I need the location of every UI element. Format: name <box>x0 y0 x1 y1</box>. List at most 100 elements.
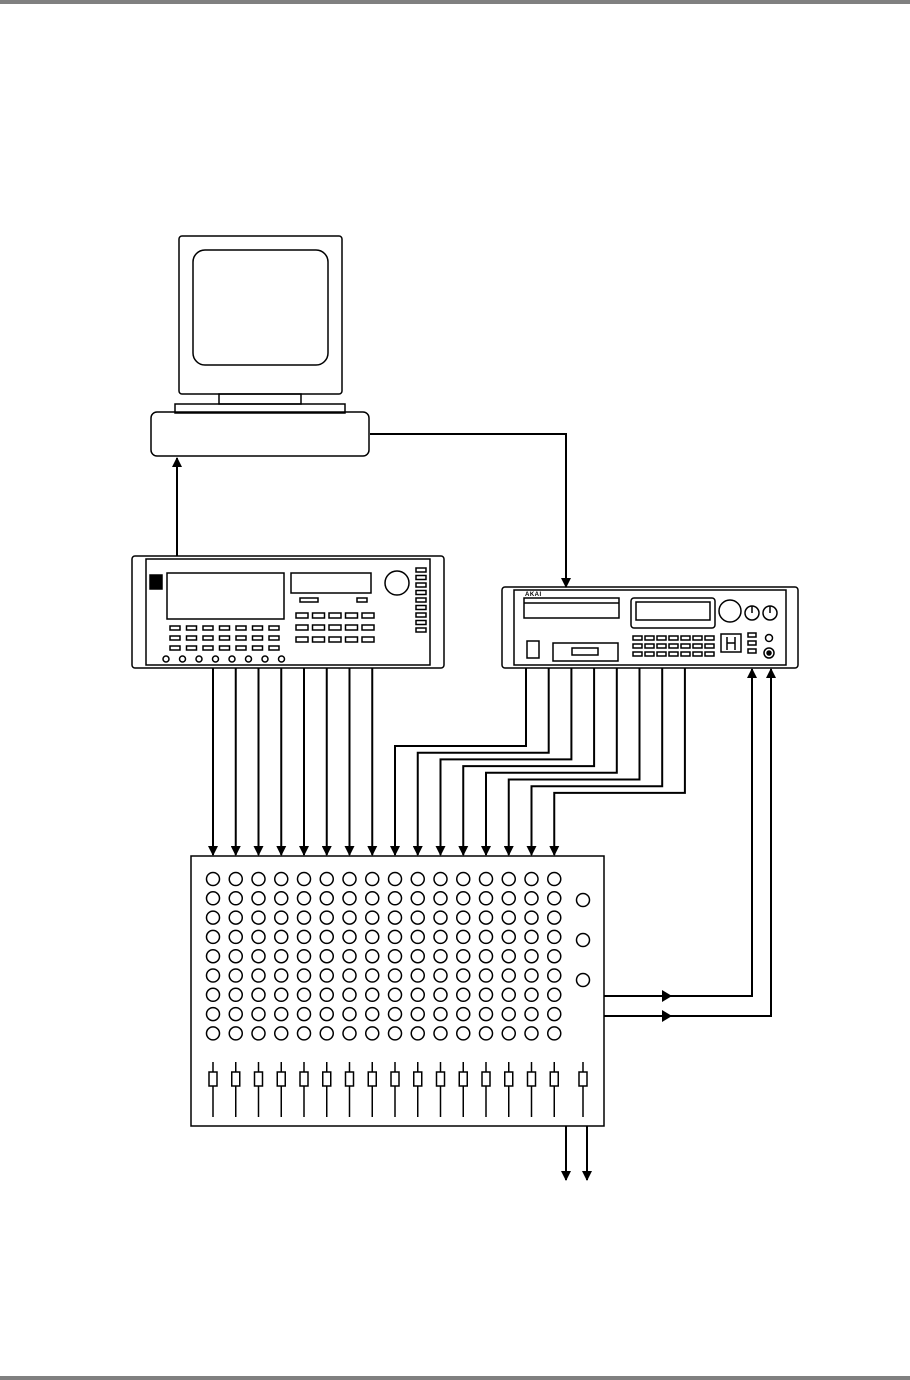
mixer-knob <box>366 969 379 982</box>
cable-sampler-output <box>554 668 685 855</box>
module-button <box>203 636 213 640</box>
mixer-knob <box>366 1027 379 1040</box>
cable-sampler-output <box>486 668 617 855</box>
mixer-knob <box>275 930 288 943</box>
mixer-knob <box>389 911 402 924</box>
sampler-button <box>705 652 714 656</box>
mixer-knob <box>548 988 561 1001</box>
module-side-button <box>416 583 426 587</box>
mixer-knob <box>411 1027 424 1040</box>
fader-knob <box>368 1072 376 1086</box>
mixer-knob <box>411 911 424 924</box>
mixer-knob <box>252 911 265 924</box>
sampler-button <box>669 636 678 640</box>
cable-sampler-output <box>395 668 526 855</box>
mixer-knob <box>275 1027 288 1040</box>
sampler-button <box>693 644 702 648</box>
mixer-knob <box>229 1027 242 1040</box>
module-button <box>329 613 341 618</box>
fader-knob <box>505 1072 513 1086</box>
module-button <box>170 626 180 630</box>
mixer-knob <box>457 988 470 1001</box>
sampler-button <box>705 636 714 640</box>
mixer-knob <box>207 1027 220 1040</box>
mixer-knob <box>343 911 356 924</box>
mixer-knob <box>548 950 561 963</box>
connection-cables <box>177 434 771 1180</box>
mixer-knob <box>525 873 538 886</box>
mixer-knob <box>366 873 379 886</box>
mixer-knob <box>275 950 288 963</box>
mixer-knob <box>320 1008 333 1021</box>
cable-sampler-output <box>463 668 594 855</box>
mixer-knob <box>389 873 402 886</box>
mixer-knob <box>252 1008 265 1021</box>
module-button <box>362 625 374 630</box>
sampler-button <box>645 636 654 640</box>
module-side-button <box>416 598 426 602</box>
send-1-arrowhead <box>662 990 672 1002</box>
mixer-knob <box>298 969 311 982</box>
mixer-knob <box>434 873 447 886</box>
mixer-knob <box>389 930 402 943</box>
sampler-button <box>681 644 690 648</box>
module-button <box>362 613 374 618</box>
mixer-knob <box>229 930 242 943</box>
mixer-knob <box>548 1027 561 1040</box>
mixer-knob <box>457 911 470 924</box>
fader-knob <box>277 1072 285 1086</box>
mixer-knob <box>366 1008 379 1021</box>
mixer-knob <box>275 873 288 886</box>
cable-sampler-output <box>509 668 640 855</box>
module-button <box>220 636 230 640</box>
fader-knob <box>323 1072 331 1086</box>
mixer-knob <box>252 873 265 886</box>
mixer-knob <box>525 1027 538 1040</box>
module-button <box>329 625 341 630</box>
module-button <box>170 636 180 640</box>
mixer-knob <box>298 930 311 943</box>
mixer-knob <box>366 950 379 963</box>
module-button <box>329 637 341 642</box>
module-button <box>346 613 358 618</box>
mixer-knob <box>480 969 493 982</box>
mixer-knob <box>229 988 242 1001</box>
mixer-knob <box>275 988 288 1001</box>
mixer-knob <box>252 930 265 943</box>
fader-knob <box>459 1072 467 1086</box>
fader-knob <box>414 1072 422 1086</box>
mixer-knob <box>366 892 379 905</box>
mixer-knob <box>548 892 561 905</box>
computer-monitor-icon <box>151 236 369 456</box>
mixer-knob <box>548 930 561 943</box>
fader-knob <box>550 1072 558 1086</box>
module-side-button <box>416 576 426 580</box>
module-knob <box>213 656 219 662</box>
mixer-knob <box>389 1008 402 1021</box>
mixer-knob <box>275 1008 288 1021</box>
bottom-rule <box>0 1376 910 1380</box>
module-button <box>187 646 197 650</box>
mixer-knob <box>434 911 447 924</box>
mixer-knob <box>229 911 242 924</box>
module-side-button <box>416 621 426 625</box>
sampler-button <box>657 652 666 656</box>
mixer-knob <box>207 969 220 982</box>
sampler-button <box>681 636 690 640</box>
mixer-knob <box>343 988 356 1001</box>
mixer-knob <box>502 873 515 886</box>
module-button <box>253 646 263 650</box>
module-knob <box>163 656 169 662</box>
mixer-knob <box>252 969 265 982</box>
sampler-button <box>705 644 714 648</box>
mixer-knob <box>457 969 470 982</box>
module-button <box>236 646 246 650</box>
mixer-knob <box>320 873 333 886</box>
sampler-button <box>693 636 702 640</box>
mixer-knob <box>480 892 493 905</box>
send-2-arrowhead <box>662 1010 672 1022</box>
mixer-knob <box>434 988 447 1001</box>
mixer-knob <box>411 988 424 1001</box>
module-knob <box>262 656 268 662</box>
